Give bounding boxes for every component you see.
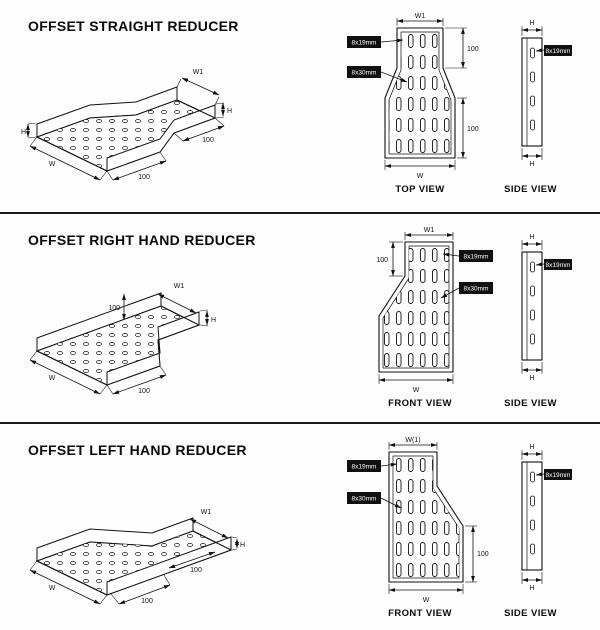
iso-dim-100-bottom: 100: [138, 174, 150, 181]
extension-lines: [29, 309, 209, 395]
front-view-drawing: W1 100 W 8x19mm 8x30mm: [376, 227, 493, 394]
plan-caption: TOP VIEW: [395, 184, 445, 195]
callout-slot-small-label: 8x19mm: [352, 464, 377, 471]
side-slots: [530, 471, 535, 555]
callout-slot-side-label: 8x19mm: [546, 262, 571, 269]
side-dim-h-top: H: [529, 234, 534, 241]
plan-dim-width-top: W1: [424, 227, 435, 234]
iso-dim-h-right: H: [211, 317, 216, 324]
tray-perforations: [389, 32, 451, 154]
iso-dim-h-right: H: [227, 108, 232, 115]
top-view-drawing: W1 100 100 W 8x19mm 8x30mm: [347, 13, 479, 180]
isometric-drawing-left-hand: W1 H 100 W 100: [29, 509, 245, 605]
dimension-lines: [388, 443, 475, 592]
side-dim-h-top: H: [529, 444, 534, 451]
isometric-drawing-right-hand: W1 H 100 W 100: [29, 283, 216, 395]
callout-slot-large-label: 8x30mm: [352, 496, 377, 503]
section-title: OFFSET RIGHT HAND REDUCER: [28, 232, 256, 248]
iso-dim-w1: W1: [174, 283, 185, 290]
side-dim-h-top: H: [529, 20, 534, 27]
tray-perforations: [383, 246, 449, 368]
iso-dim-100-right: 100: [190, 567, 202, 574]
side-view-drawing: H H 8x19mm: [521, 444, 572, 592]
plan-dim-100-lower: 100: [467, 126, 479, 133]
callout-slot-large: 8x30mm: [440, 282, 493, 299]
side-view-drawing: H H 8x19mm: [521, 20, 572, 168]
callout-slot-small: 8x19mm: [347, 460, 398, 472]
plan-dim-width-top: W(1): [405, 437, 420, 444]
section-offset-left-hand-reducer: OFFSET LEFT HAND REDUCER: [0, 422, 600, 630]
dimension-lines: [378, 233, 454, 382]
callout-slot-large: 8x30mm: [347, 66, 408, 83]
iso-dim-w: W: [49, 585, 56, 592]
iso-dim-100-right: 100: [202, 137, 214, 144]
section-title: OFFSET STRAIGHT REDUCER: [28, 18, 239, 34]
callout-slot-large-label: 8x30mm: [352, 70, 377, 77]
callout-slot-small: 8x19mm: [442, 250, 493, 262]
front-view-drawing: W(1) 100 W 8x19mm 8x30mm: [347, 437, 489, 604]
iso-dim-h-left: H: [21, 129, 26, 136]
section-offset-straight-reducer: OFFSET STRAIGHT REDUCER: [0, 0, 600, 212]
plan-dim-width-top: W1: [415, 13, 426, 20]
plan-dim-100-lower: 100: [477, 551, 489, 558]
side-caption: SIDE VIEW: [504, 608, 557, 619]
callout-slot-small-label: 8x19mm: [464, 254, 489, 261]
callout-slot-side-label: 8x19mm: [546, 48, 571, 55]
plan-dim-width-bottom: W: [417, 173, 424, 180]
isometric-drawing-straight: W1 H 100 H W 100: [21, 69, 232, 181]
plan-dim-width-bottom: W: [413, 387, 420, 394]
side-view-drawing: H H 8x19mm: [521, 234, 572, 382]
callout-slot-side: 8x19mm: [535, 469, 572, 480]
side-dim-h-bottom: H: [529, 585, 534, 592]
side-slots: [530, 47, 535, 131]
extension-lines: [29, 536, 238, 605]
side-caption: SIDE VIEW: [504, 184, 557, 195]
iso-dim-100-bottom: 100: [138, 388, 150, 395]
tray-near-wall: [106, 311, 200, 386]
dimension-lines: [521, 242, 543, 372]
iso-dim-w1: W1: [201, 509, 212, 516]
callout-slot-side: 8x19mm: [535, 259, 572, 270]
plan-dim-width-bottom: W: [423, 597, 430, 604]
iso-dim-h-right: H: [240, 542, 245, 549]
callout-slot-small-label: 8x19mm: [352, 40, 377, 47]
callout-slot-large-label: 8x30mm: [464, 286, 489, 293]
callout-slot-large: 8x30mm: [347, 492, 402, 509]
dimension-lines: [29, 518, 239, 605]
plan-caption: FRONT VIEW: [388, 398, 452, 409]
side-caption: SIDE VIEW: [504, 398, 557, 409]
section-title: OFFSET LEFT HAND REDUCER: [28, 442, 247, 458]
callout-slot-side-label: 8x19mm: [546, 472, 571, 479]
side-dim-h-bottom: H: [529, 375, 534, 382]
side-dim-h-bottom: H: [529, 161, 534, 168]
iso-dim-100-left: 100: [108, 305, 120, 312]
dimension-lines: [384, 19, 465, 168]
dimension-lines: [26, 77, 225, 181]
iso-dim-100-bottom: 100: [141, 598, 153, 605]
dimension-lines: [521, 28, 543, 158]
dimension-lines: [521, 452, 543, 582]
plan-caption: FRONT VIEW: [388, 608, 452, 619]
iso-dim-w: W: [49, 375, 56, 382]
iso-dim-w1: W1: [193, 69, 204, 76]
iso-dim-w: W: [49, 161, 56, 168]
tray-perforations: [393, 456, 459, 578]
plan-dim-100-upper: 100: [376, 257, 388, 264]
section-offset-right-hand-reducer: OFFSET RIGHT HAND REDUCER: [0, 212, 600, 422]
side-slots: [530, 261, 535, 345]
callout-slot-small: 8x19mm: [347, 36, 404, 48]
callout-slot-side: 8x19mm: [535, 45, 572, 56]
dimension-lines: [29, 293, 209, 395]
plan-dim-100-upper: 100: [467, 46, 479, 53]
